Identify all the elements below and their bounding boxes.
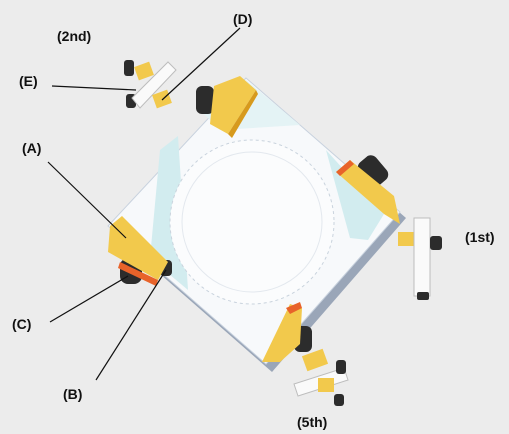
bracket-accent: [286, 302, 302, 314]
label-b: (B): [63, 386, 83, 402]
small-wheel: [417, 292, 429, 300]
part-block: [318, 378, 334, 392]
part-block: [152, 89, 172, 109]
label-1st: (1st): [465, 229, 495, 245]
leader-line-c: [49, 275, 129, 323]
bracket-edge: [228, 90, 258, 138]
bracket-accent: [336, 160, 354, 176]
center-disc-inner: [181, 151, 323, 293]
bracket-plate: [336, 160, 400, 224]
chassis: [107, 77, 406, 372]
label-a: (A): [22, 140, 42, 156]
leader-line-d: [161, 27, 241, 101]
exploded-part-5th: [293, 348, 349, 406]
center-disc: [169, 139, 335, 305]
part-block: [301, 348, 329, 372]
part-bar: [131, 61, 177, 109]
bracket-plate: [210, 76, 256, 134]
exploded-part-2nd: [124, 60, 177, 109]
bracket-bottom: [262, 302, 312, 362]
bracket-top: [196, 76, 258, 138]
bracket-right: [336, 155, 400, 224]
leader-line-a: [47, 161, 127, 239]
small-wheel: [124, 60, 134, 76]
bracket-accent: [118, 262, 158, 286]
label-5th: (5th): [297, 414, 328, 430]
small-wheel: [334, 394, 344, 406]
exploded-part-1st: [398, 217, 442, 300]
leader-line-b: [95, 269, 167, 381]
wheel: [196, 86, 214, 114]
part-bar: [413, 217, 431, 297]
part-block: [134, 61, 154, 81]
small-wheel: [336, 360, 346, 374]
label-d: (D): [233, 11, 253, 27]
leader-line-e: [51, 85, 137, 91]
small-wheel: [430, 236, 442, 250]
label-c: (C): [12, 316, 32, 332]
bracket-plate: [108, 216, 168, 280]
label-2nd: (2nd): [57, 28, 92, 44]
label-e: (E): [19, 73, 38, 89]
bracket-plate: [262, 304, 302, 362]
